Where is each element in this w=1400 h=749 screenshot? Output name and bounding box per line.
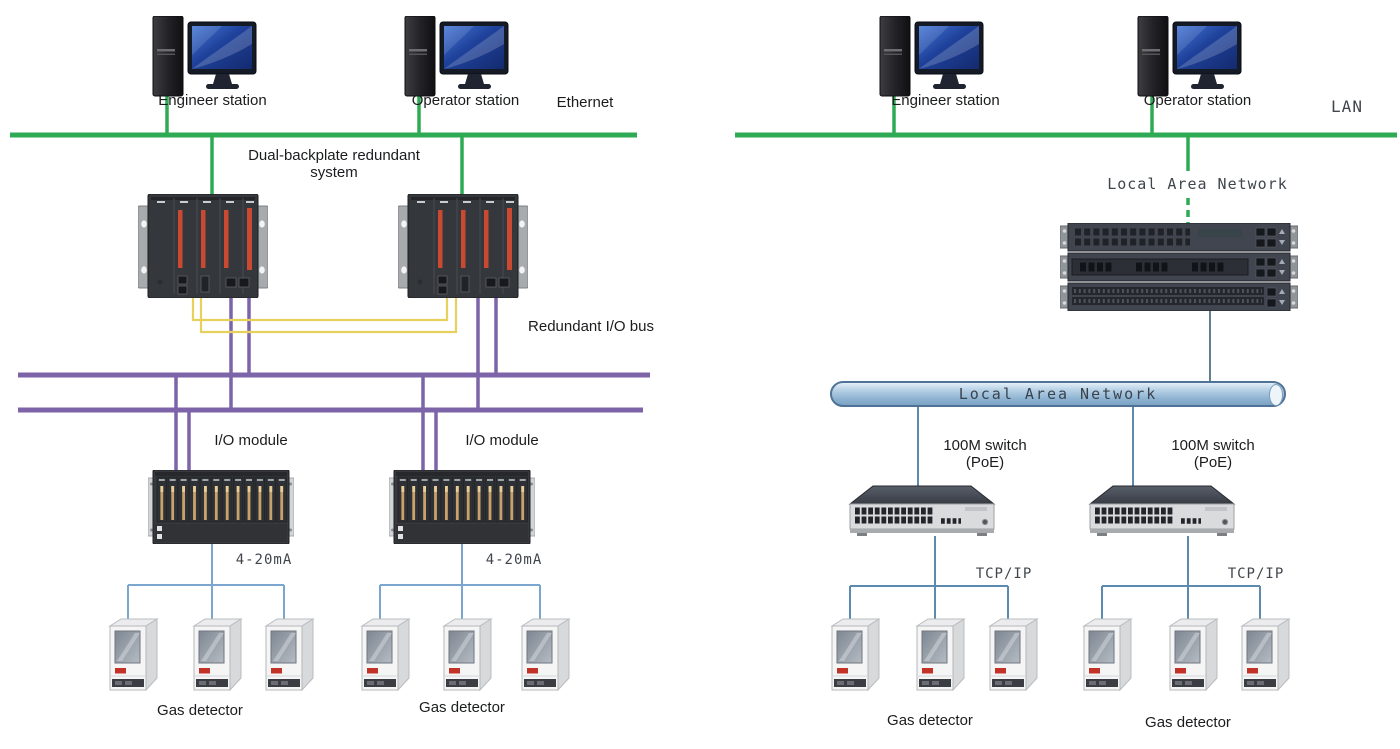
poe-switch-icon (845, 485, 999, 539)
io-module-label: I/O module (214, 432, 288, 449)
lan-backbone-label: Local Area Network (958, 385, 1158, 403)
gas-detector-icon (261, 616, 317, 692)
local-area-network-label: Local Area Network (1107, 175, 1288, 193)
gas-detector-icon (985, 616, 1041, 692)
gas-detector-label: Gas detector (1145, 714, 1231, 731)
io-module-rack-icon (389, 470, 535, 544)
poe-switch-label: 100M switch (PoE) (943, 437, 1027, 472)
analog-signal-label: 4-20mA (235, 552, 293, 568)
engineer-station-label: Engineer station (891, 92, 1000, 109)
operator-station-label: Operator station (411, 92, 520, 109)
gas-detector-icon (105, 616, 161, 692)
redundant-cross-links (191, 294, 458, 334)
analog-signal-label: 4-20mA (485, 552, 543, 568)
ethernet-label: Ethernet (556, 94, 614, 111)
gas-detector-icon (1079, 616, 1135, 692)
gas-detector-icon (189, 616, 245, 692)
gas-detector-label: Gas detector (157, 702, 243, 719)
engineer-workstation-icon (150, 16, 260, 98)
lan-label: LAN (1331, 97, 1363, 116)
gas-detector-icon (357, 616, 413, 692)
lan-backbone-cylinder: Local Area Network (830, 381, 1286, 407)
gas-detector-icon (827, 616, 883, 692)
gas-detector-icon (1165, 616, 1221, 692)
tcp-ip-label: TCP/IP (975, 566, 1033, 582)
controller-system-label: Dual-backplate redundant system (248, 147, 420, 182)
tcp-ip-label: TCP/IP (1227, 566, 1285, 582)
operator-workstation-icon (402, 16, 512, 98)
io-module-rack-icon (148, 470, 294, 544)
engineer-station-label: Engineer station (158, 92, 267, 109)
engineer-workstation-icon (877, 16, 987, 98)
gas-detector-icon (912, 616, 968, 692)
poe-switch-label: 100M switch (PoE) (1171, 437, 1255, 472)
poe-switch-icon (1085, 485, 1239, 539)
gas-detector-label: Gas detector (887, 712, 973, 729)
gas-detector-label: Gas detector (419, 699, 505, 716)
gas-detector-icon (517, 616, 573, 692)
gas-detector-icon (1237, 616, 1293, 692)
operator-workstation-icon (1135, 16, 1245, 98)
gas-detector-icon (439, 616, 495, 692)
redundant-controller-icon (138, 194, 268, 298)
operator-station-label: Operator station (1143, 92, 1252, 109)
redundant-io-bus-label: Redundant I/O bus (528, 318, 654, 335)
io-module-label: I/O module (465, 432, 539, 449)
core-switch-stack-icon (1060, 223, 1298, 311)
redundant-controller-icon (398, 194, 528, 298)
